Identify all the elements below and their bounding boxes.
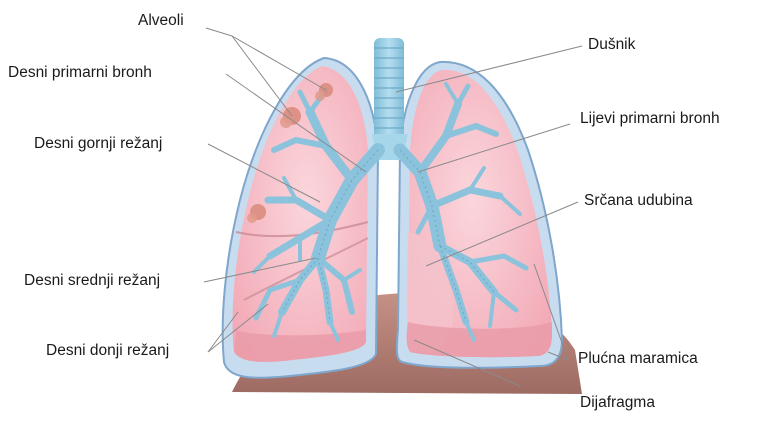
label-diaphragm: Dijafragma [580,394,655,412]
label-alveoli: Alveoli [138,12,184,30]
label-cardiac-notch: Srčana udubina [584,192,693,210]
label-right-primary-bronchus: Desni primarni bronh [8,64,152,82]
label-pleura: Plućna maramica [578,350,698,368]
label-left-primary-bronchus: Lijevi primarni bronh [580,110,720,128]
label-right-lower-lobe: Desni donji režanj [46,342,169,360]
label-right-upper-lobe: Desni gornji režanj [34,135,162,153]
trachea [372,38,408,160]
label-trachea: Dušnik [588,36,635,54]
label-right-middle-lobe: Desni srednji režanj [24,272,160,290]
